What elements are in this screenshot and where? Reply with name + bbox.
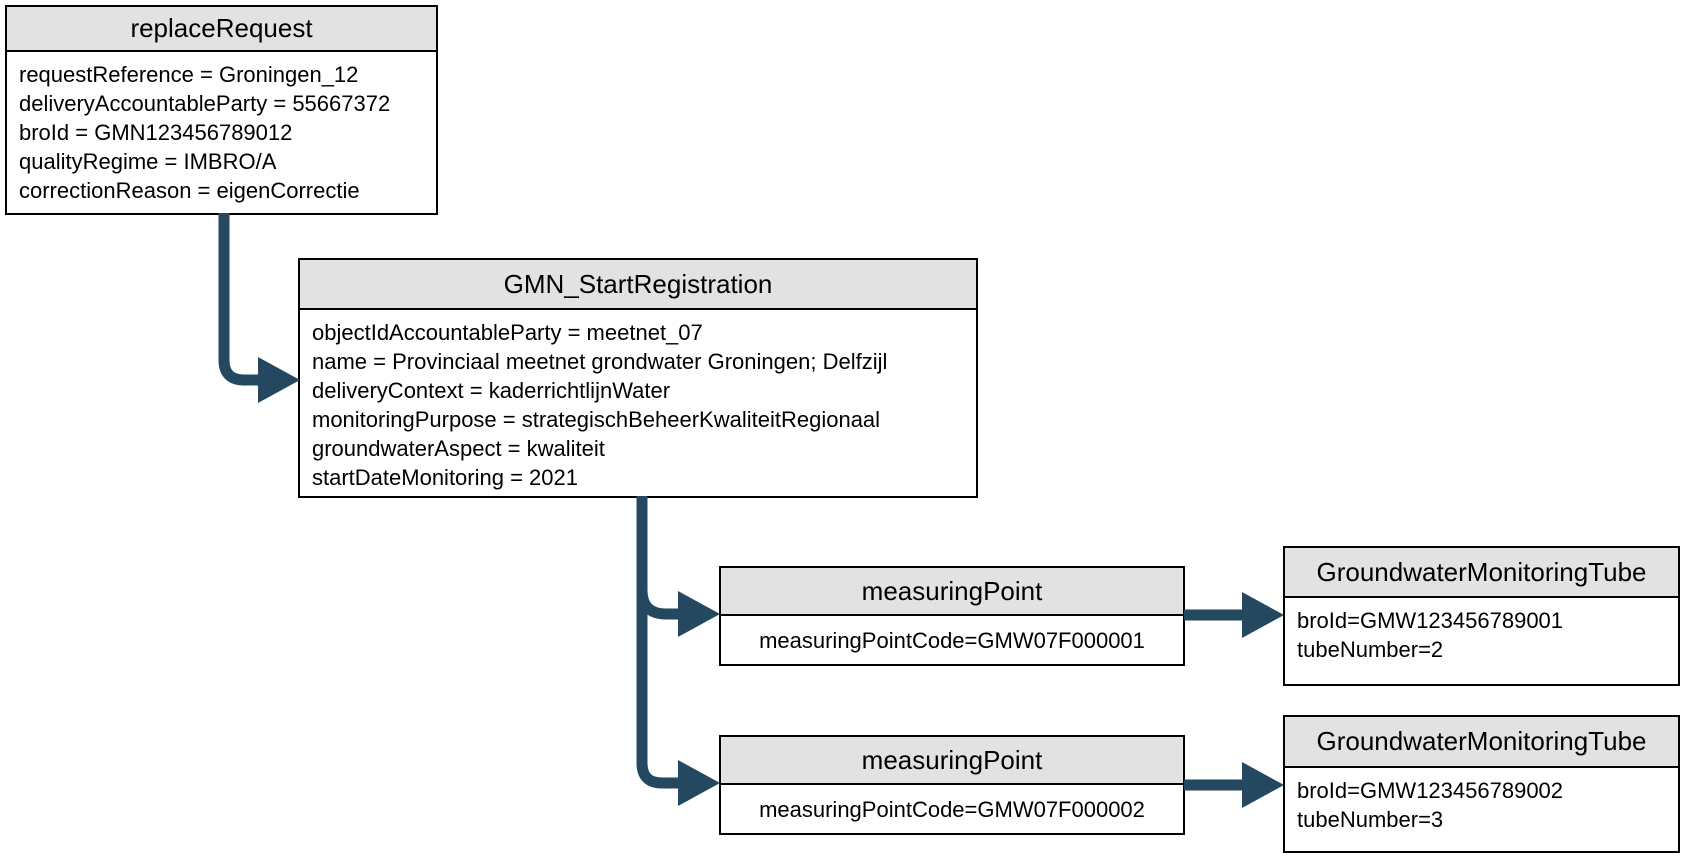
attribute-line: broId=GMW123456789001 xyxy=(1297,608,1564,633)
node-groundwater-monitoring-tube-2-body: broId=GMW123456789002 tubeNumber=3 xyxy=(1285,768,1678,834)
attribute-line: qualityRegime = IMBRO/A xyxy=(19,149,277,174)
node-groundwater-monitoring-tube-1-body: broId=GMW123456789001 tubeNumber=2 xyxy=(1285,598,1678,664)
connector-measuring-point-1-to-tube-1 xyxy=(1184,592,1284,638)
node-groundwater-monitoring-tube-1-title: GroundwaterMonitoringTube xyxy=(1285,548,1678,598)
attribute-line: broId=GMW123456789002 xyxy=(1297,778,1564,803)
attribute-line: deliveryAccountableParty = 55667372 xyxy=(19,91,391,116)
node-gmn-start-registration-body: objectIdAccountableParty = meetnet_07 na… xyxy=(300,310,976,492)
attribute-line: measuringPointCode=GMW07F000002 xyxy=(759,796,1145,822)
attribute-line: measuringPointCode=GMW07F000001 xyxy=(759,627,1145,653)
attribute-line: objectIdAccountableParty = meetnet_07 xyxy=(312,320,703,345)
connector-replace-to-gmn xyxy=(218,213,300,403)
node-measuring-point-1: measuringPoint measuringPointCode=GMW07F… xyxy=(719,566,1185,666)
attribute-line: requestReference = Groningen_12 xyxy=(19,62,359,87)
node-measuring-point-2-title: measuringPoint xyxy=(721,737,1183,785)
attribute-line: groundwaterAspect = kwaliteit xyxy=(312,436,605,461)
attribute-line: correctionReason = eigenCorrectie xyxy=(19,178,360,203)
attribute-line: tubeNumber=3 xyxy=(1297,807,1444,832)
connector-gmn-to-measuring-point-2 xyxy=(636,496,720,806)
attribute-line: deliveryContext = kaderrichtlijnWater xyxy=(312,378,671,403)
node-groundwater-monitoring-tube-2-title: GroundwaterMonitoringTube xyxy=(1285,717,1678,768)
connector-measuring-point-2-to-tube-2 xyxy=(1184,762,1284,808)
node-measuring-point-1-title: measuringPoint xyxy=(721,568,1183,616)
node-measuring-point-2-body: measuringPointCode=GMW07F000002 xyxy=(721,785,1183,833)
connector-gmn-to-measuring-point-1 xyxy=(636,589,720,637)
attribute-line: tubeNumber=2 xyxy=(1297,637,1444,662)
node-replace-request: replaceRequest requestReference = Gronin… xyxy=(5,5,438,215)
node-groundwater-monitoring-tube-2: GroundwaterMonitoringTube broId=GMW12345… xyxy=(1283,715,1680,853)
attribute-line: monitoringPurpose = strategischBeheerKwa… xyxy=(312,407,881,432)
node-replace-request-body: requestReference = Groningen_12 delivery… xyxy=(7,52,436,205)
attribute-line: name = Provinciaal meetnet grondwater Gr… xyxy=(312,349,888,374)
node-groundwater-monitoring-tube-1: GroundwaterMonitoringTube broId=GMW12345… xyxy=(1283,546,1680,686)
node-gmn-start-registration-title: GMN_StartRegistration xyxy=(300,260,976,310)
attribute-line: broId = GMN123456789012 xyxy=(19,120,293,145)
node-gmn-start-registration: GMN_StartRegistration objectIdAccountabl… xyxy=(298,258,978,498)
node-measuring-point-1-body: measuringPointCode=GMW07F000001 xyxy=(721,616,1183,664)
node-replace-request-title: replaceRequest xyxy=(7,7,436,52)
attribute-line: startDateMonitoring = 2021 xyxy=(312,465,578,490)
node-measuring-point-2: measuringPoint measuringPointCode=GMW07F… xyxy=(719,735,1185,835)
